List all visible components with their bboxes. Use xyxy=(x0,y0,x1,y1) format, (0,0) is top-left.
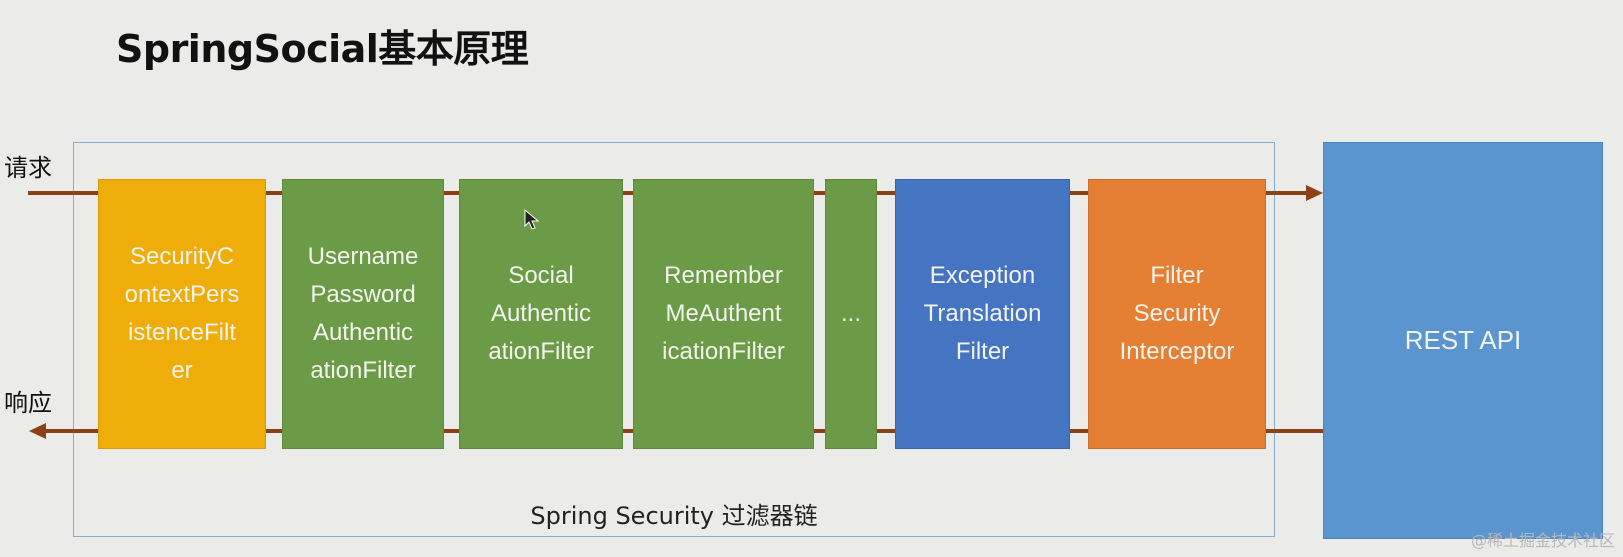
filter-label: Exception Translation Filter xyxy=(923,262,1042,365)
watermark: @稀土掘金技术社区 xyxy=(1470,531,1615,550)
filter-label: Social Authentic ationFilter xyxy=(488,262,594,365)
filter-remember-me-authentication: Remember MeAuthent icationFilter xyxy=(633,179,814,449)
filter-security-interceptor: Filter Security Interceptor xyxy=(1088,179,1266,449)
filter-label: Username Password Authentic ationFilter xyxy=(307,243,419,384)
filter-username-password-authentication: Username Password Authentic ationFilter xyxy=(282,179,444,449)
response-label: 响应 xyxy=(4,389,52,417)
filter-label: Remember MeAuthent icationFilter xyxy=(662,262,785,365)
filter-chain-frame xyxy=(73,142,1275,537)
rest-api-box: REST API xyxy=(1323,142,1603,539)
filter-chain-label: Spring Security 过滤器链 xyxy=(530,502,818,530)
filter-exception-translation: Exception Translation Filter xyxy=(895,179,1070,449)
response-arrow-head xyxy=(29,423,46,439)
request-label: 请求 xyxy=(4,154,52,182)
filter-label: ... xyxy=(840,300,861,327)
request-arrow-head xyxy=(1306,185,1323,201)
filter-security-context-persistence: SecurityC ontextPers istenceFilt er xyxy=(98,179,266,449)
rest-api-label: REST API xyxy=(1404,325,1522,355)
filter-ellipsis: ... xyxy=(825,179,877,449)
filter-social-authentication: Social Authentic ationFilter xyxy=(459,179,623,449)
filter-label: Filter Security Interceptor xyxy=(1119,262,1235,365)
filter-label: SecurityC ontextPers istenceFilt er xyxy=(124,243,240,384)
page-title: SpringSocial基本原理 xyxy=(116,27,529,71)
mouse-cursor-icon xyxy=(524,209,540,230)
